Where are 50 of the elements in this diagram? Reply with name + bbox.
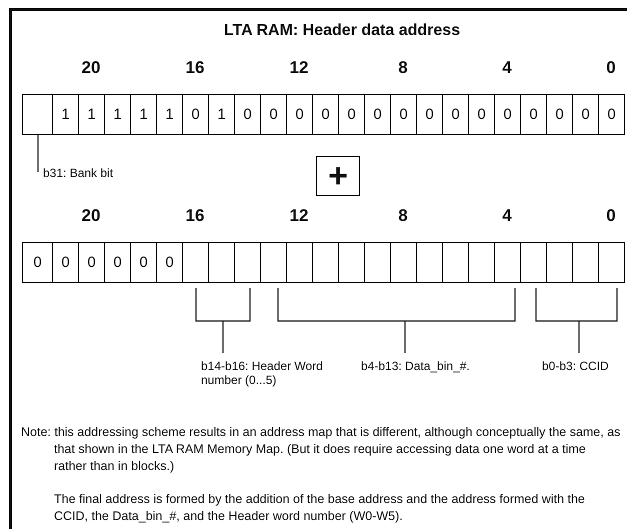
bit-cell: 0 bbox=[442, 94, 469, 135]
bit-number: 20 bbox=[80, 206, 102, 226]
bit-cell: 0 bbox=[52, 242, 79, 283]
bit-number: 16 bbox=[184, 206, 206, 226]
field-label: b14-b16: Header Word number (0...5) bbox=[201, 359, 324, 387]
bit-cell: 0 bbox=[104, 242, 131, 283]
bit-number: 12 bbox=[288, 206, 310, 226]
bit-cell: 1 bbox=[104, 94, 131, 135]
bit-cell: 0 bbox=[182, 94, 209, 135]
bit-number: 16 bbox=[184, 58, 206, 78]
bit-cell: 0 bbox=[520, 94, 547, 135]
field-label: b4-b13: Data_bin_#. bbox=[361, 359, 470, 373]
note-text: The final address is formed by the addition of the base address and the address formed with the CCID, the Data_bin_#, and the Header word number (W0-W5). bbox=[54, 491, 586, 525]
field-label: b0-b3: CCID bbox=[542, 359, 609, 373]
bit-number: 8 bbox=[397, 58, 409, 78]
bit-cell: 0 bbox=[468, 94, 495, 135]
bit-cell: 0 bbox=[260, 94, 287, 135]
bit-cell: 0 bbox=[78, 242, 105, 283]
leader-line bbox=[37, 135, 39, 172]
bit-cell: 1 bbox=[52, 94, 79, 135]
bit-cell: 0 bbox=[312, 94, 339, 135]
bit-cell: 1 bbox=[78, 94, 105, 135]
bit-number: 20 bbox=[80, 58, 102, 78]
bit-cell: 0 bbox=[234, 94, 261, 135]
bit-number: 4 bbox=[501, 206, 513, 226]
bit-cell: 0 bbox=[598, 94, 625, 135]
bit-cell: 0 bbox=[416, 94, 443, 135]
bit-cell: 0 bbox=[572, 94, 599, 135]
bit-number: 8 bbox=[397, 206, 409, 226]
title: LTA RAM: Header data address bbox=[222, 22, 462, 40]
bit-cell: 0 bbox=[286, 94, 313, 135]
plus-box: + bbox=[316, 156, 360, 196]
bit-cell: 0 bbox=[546, 94, 573, 135]
bit-number: 0 bbox=[605, 58, 617, 78]
bit-cell: 0 bbox=[130, 242, 157, 283]
note-text: Note: this addressing scheme results in an address map that is different, although conceptually the same, as that shown in the LTA RAM Memory Map. (But it does require accessing data one word at a time rather than in blocks.) bbox=[21, 424, 621, 475]
bit-number: 0 bbox=[605, 206, 617, 226]
bit-number: 4 bbox=[501, 58, 513, 78]
bit-cell: 0 bbox=[364, 94, 391, 135]
bit-cell: 1 bbox=[208, 94, 235, 135]
annotation-label: b31: Bank bit bbox=[43, 166, 114, 180]
bit-cell: 0 bbox=[494, 94, 521, 135]
bit-cell bbox=[22, 94, 53, 135]
bit-cell: 0 bbox=[156, 242, 183, 283]
bit-cell: 0 bbox=[22, 242, 53, 283]
bit-number: 12 bbox=[288, 58, 310, 78]
bit-cell: 0 bbox=[390, 94, 417, 135]
bit-cell: 0 bbox=[338, 94, 365, 135]
bit-cell: 1 bbox=[156, 94, 183, 135]
bit-cell: 1 bbox=[130, 94, 157, 135]
